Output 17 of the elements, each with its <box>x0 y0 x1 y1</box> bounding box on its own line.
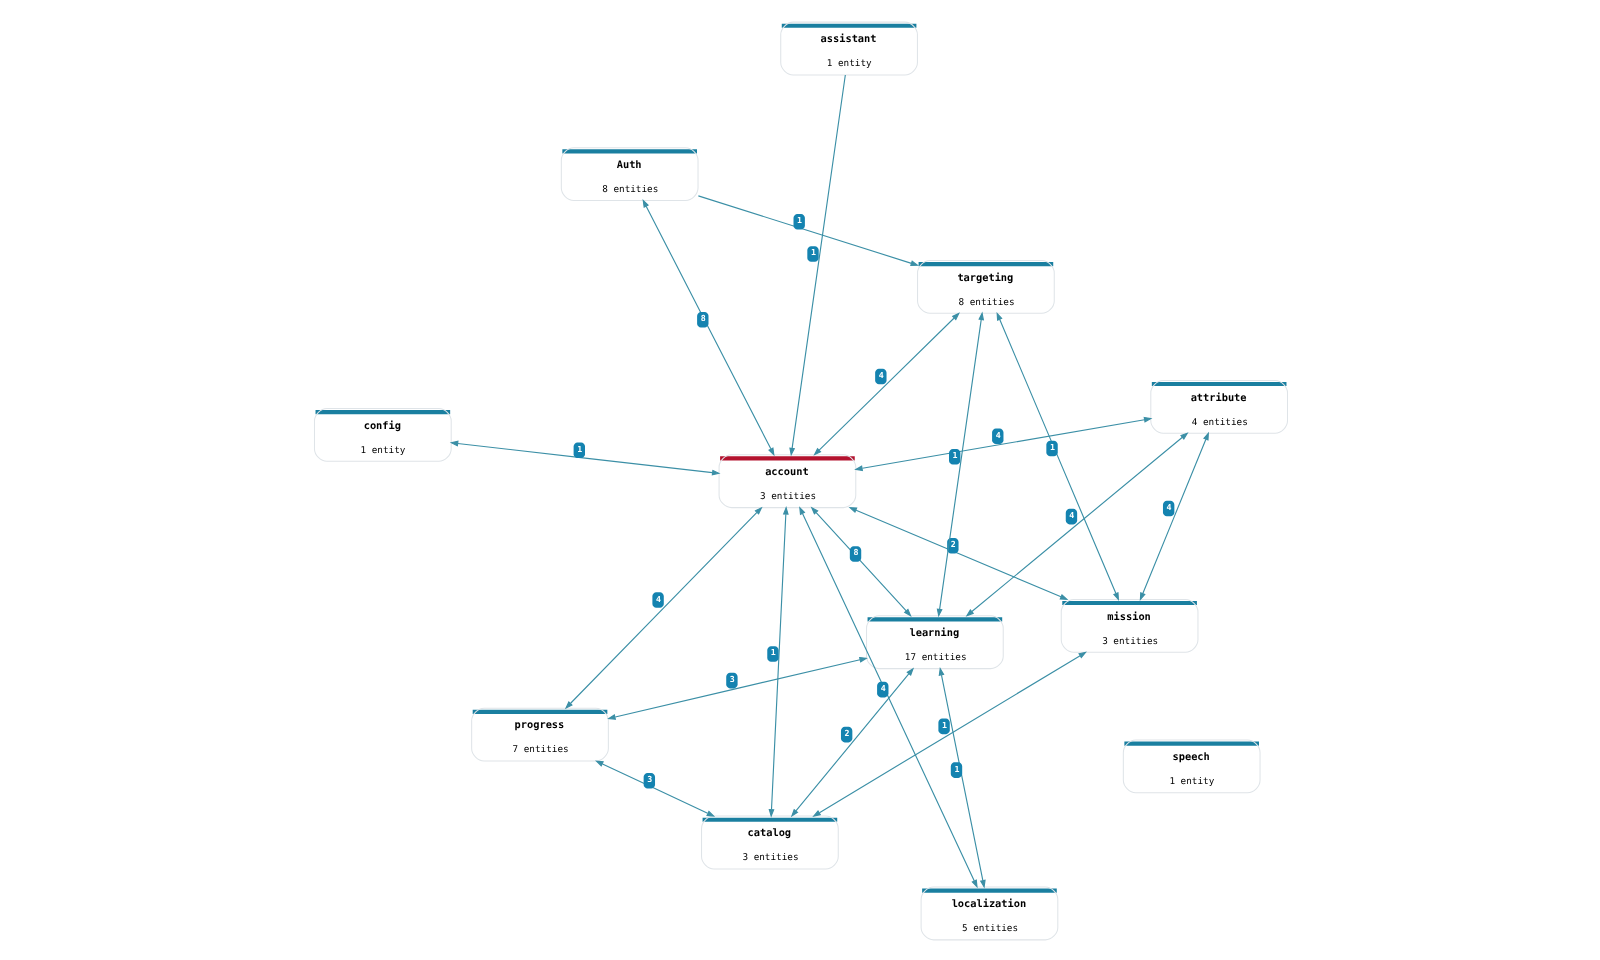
arrow <box>767 505 788 817</box>
arrow <box>935 310 984 617</box>
arrow <box>798 505 977 888</box>
arrow <box>594 759 715 816</box>
arrow <box>809 505 911 616</box>
arrow <box>563 505 762 709</box>
arrow <box>606 655 867 719</box>
arrow <box>812 311 959 455</box>
arrow <box>696 194 919 266</box>
arrow <box>937 666 985 888</box>
arrow <box>853 415 1152 471</box>
arrow <box>811 650 1086 816</box>
arrow <box>995 310 1119 600</box>
arrow <box>641 198 774 456</box>
arrow <box>964 431 1188 616</box>
arrow <box>789 666 914 817</box>
arrow <box>1138 430 1208 600</box>
